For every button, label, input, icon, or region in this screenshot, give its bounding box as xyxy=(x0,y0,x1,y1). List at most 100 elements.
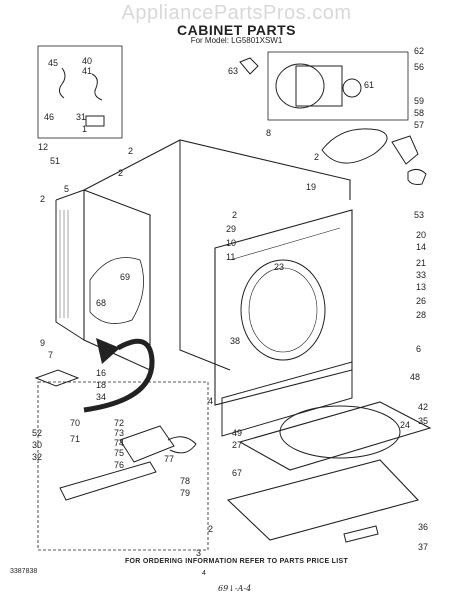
callout-label: 74 xyxy=(114,438,125,448)
bracket-assembly xyxy=(89,257,144,324)
callout-label: 30 xyxy=(32,440,43,450)
callout-label: 63 xyxy=(228,66,239,76)
callout-label: 1 xyxy=(82,124,88,134)
callout-label: 58 xyxy=(414,108,425,118)
callout-label: 52 xyxy=(32,428,43,438)
callout-label: 23 xyxy=(274,262,285,272)
callout-label: 11 xyxy=(226,252,236,262)
callout-label: 71 xyxy=(70,434,81,444)
callout-label: 2 xyxy=(232,210,238,220)
callout-label: 7 xyxy=(48,350,54,360)
door-opening xyxy=(240,259,326,361)
door-opening-inner xyxy=(248,267,318,353)
watermark: AppliancePartsPros.com xyxy=(121,2,352,24)
callout-label: 10 xyxy=(226,238,237,248)
callout-label: 48 xyxy=(410,372,421,382)
arrow-head-icon xyxy=(96,338,120,364)
wire-harness-part xyxy=(91,73,103,101)
burner-tube-part xyxy=(59,461,157,501)
callout-label: 2 xyxy=(208,524,214,534)
callout-label: 76 xyxy=(114,460,125,470)
cabinet-side-front xyxy=(83,189,151,370)
callout-label: 40 xyxy=(82,56,93,66)
callout-label: 2 xyxy=(40,194,46,204)
motor-housing xyxy=(275,63,325,109)
leveling-plate xyxy=(343,525,379,543)
callout-label: 5 xyxy=(64,184,70,194)
callout-label: 61 xyxy=(364,80,375,90)
handwritten-note: 69↓-A-4 xyxy=(218,584,252,593)
drive-belt xyxy=(321,128,388,164)
callout-label: 73 xyxy=(114,428,125,438)
callout-label: 4 xyxy=(208,396,214,406)
callout-label: 38 xyxy=(230,336,241,346)
callout-label: 24 xyxy=(400,420,411,430)
callout-label: 35 xyxy=(418,416,429,426)
callout-label: 51 xyxy=(50,156,61,166)
callout-label: 34 xyxy=(96,392,107,402)
callout-label: 68 xyxy=(96,298,107,308)
pad-part xyxy=(34,369,80,387)
callout-label: 14 xyxy=(416,242,427,252)
callout-label: 31 xyxy=(76,112,87,122)
callout-label: 49 xyxy=(232,428,243,438)
callout-label: 59 xyxy=(414,96,425,106)
idler-pulley-part xyxy=(407,168,427,185)
callout-label: 18 xyxy=(96,380,107,390)
wire-harness-part xyxy=(58,67,66,99)
gas-valve-box xyxy=(37,381,209,551)
document-number: 3387838 xyxy=(10,568,38,575)
igniter-wire-part xyxy=(167,436,197,454)
callout-label: 16 xyxy=(96,368,107,378)
callout-label: 69 xyxy=(120,272,131,282)
callout-label: 67 xyxy=(232,468,243,478)
terminal-block-part xyxy=(85,115,105,127)
base-pan xyxy=(226,459,420,541)
callout-label: 26 xyxy=(416,296,427,306)
page-number: 4 xyxy=(202,570,206,577)
callout-label: 42 xyxy=(418,402,429,412)
callout-label: 36 xyxy=(418,522,429,532)
callout-label: 21 xyxy=(416,258,427,268)
callout-label: 37 xyxy=(418,542,429,552)
side-panel-part xyxy=(55,189,85,341)
callout-label: 72 xyxy=(114,418,125,428)
gas-valve-part xyxy=(119,425,175,463)
callout-label: 75 xyxy=(114,448,125,458)
callout-label: 2 xyxy=(118,168,124,178)
callout-label: 2 xyxy=(314,152,320,162)
callout-label: 20 xyxy=(416,230,427,240)
callout-label: 12 xyxy=(38,142,49,152)
callout-label: 56 xyxy=(414,62,425,72)
callout-label: 8 xyxy=(266,128,272,138)
model-label: For Model: LG5801XSW1 xyxy=(190,36,283,45)
callout-label: 57 xyxy=(414,120,425,130)
callout-label: 77 xyxy=(164,454,175,464)
callout-label: 32 xyxy=(32,452,43,462)
cabinet-back-edge xyxy=(179,140,231,371)
callout-label: 28 xyxy=(416,310,427,320)
toe-panel xyxy=(221,361,353,437)
drum-seal-ring xyxy=(279,405,401,459)
motor-body xyxy=(295,65,343,107)
ordering-note: FOR ORDERING INFORMATION REFER TO PARTS … xyxy=(124,558,349,565)
callout-label: 19 xyxy=(306,182,317,192)
small-parts-box xyxy=(37,45,123,139)
callout-label: 70 xyxy=(70,418,81,428)
callout-label: 46 xyxy=(44,112,55,122)
callout-label: 41 xyxy=(82,66,93,76)
callout-label: 3 xyxy=(196,548,202,558)
assembly-arrow xyxy=(83,338,155,413)
callout-label: 78 xyxy=(180,476,191,486)
idler-part xyxy=(391,135,419,165)
callout-label: 27 xyxy=(232,440,243,450)
callout-label: 6 xyxy=(416,344,422,354)
callout-label: 29 xyxy=(226,224,237,234)
callout-label: 9 xyxy=(40,338,46,348)
diagram-title: CABINET PARTS xyxy=(176,22,297,38)
front-panel-top-strip xyxy=(229,227,341,261)
callout-label: 53 xyxy=(414,210,425,220)
callout-label: 33 xyxy=(416,270,427,280)
